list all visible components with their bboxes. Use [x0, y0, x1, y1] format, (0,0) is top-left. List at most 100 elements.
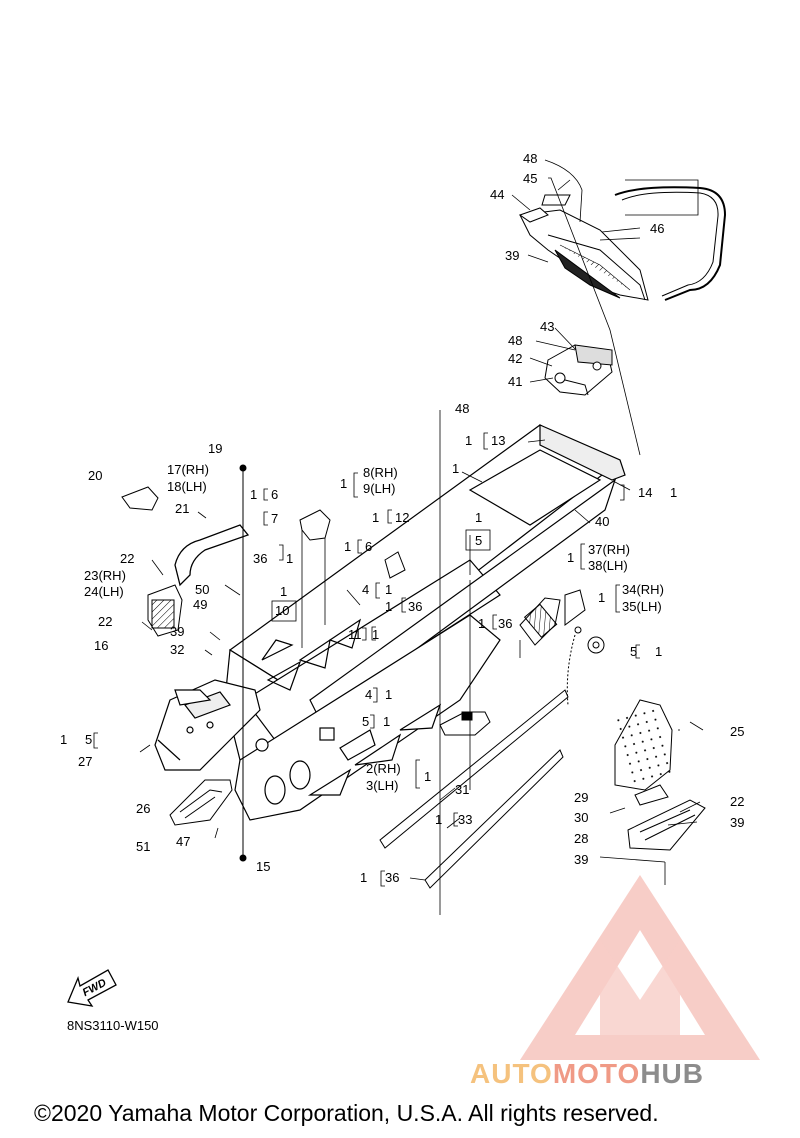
callout-40: 40 — [595, 514, 610, 529]
callout-1: 1 — [360, 870, 368, 885]
callout-43: 43 — [540, 319, 555, 334]
callout-31: 31 — [455, 782, 470, 797]
steering-support — [174, 524, 250, 587]
callout-47: 47 — [176, 834, 191, 849]
running-board — [611, 699, 706, 851]
callout-27: 27 — [78, 754, 93, 769]
callout-39: 39 — [170, 624, 185, 639]
callout-39: 39 — [574, 852, 589, 867]
callout-10: 10 — [275, 603, 290, 618]
callout-34-rh: 34(RH) — [622, 582, 664, 597]
snow-flap-assembly — [518, 179, 727, 301]
callout-39: 39 — [730, 815, 745, 830]
watermark-part-2: MOTO — [552, 1058, 641, 1089]
callout-5: 5 — [85, 732, 93, 747]
callout-1: 1 — [385, 599, 393, 614]
callout-28: 28 — [574, 831, 589, 846]
callout-6: 6 — [365, 539, 373, 554]
callout-45: 45 — [523, 171, 538, 186]
callout-1: 1 — [344, 539, 352, 554]
callout-1: 1 — [340, 476, 348, 491]
callout-17-rh: 17(RH) — [167, 462, 209, 477]
callout-1: 1 — [567, 550, 575, 565]
bracket-ticks — [93, 432, 640, 887]
vertical-rod — [239, 464, 247, 862]
callout-48: 48 — [508, 333, 523, 348]
callout-48: 48 — [523, 151, 538, 166]
watermark-part-3: HUB — [640, 1058, 704, 1089]
callout-1: 1 — [385, 687, 393, 702]
callout-1: 1 — [598, 590, 606, 605]
callout-4: 4 — [362, 582, 370, 597]
callout-1: 1 — [424, 769, 432, 784]
rails — [379, 689, 569, 889]
callout-15: 15 — [256, 859, 271, 874]
fwd-arrow-icon — [67, 969, 117, 1007]
callout-48: 48 — [455, 401, 470, 416]
callout-1: 1 — [286, 551, 294, 566]
callout-49: 49 — [193, 597, 208, 612]
callout-1: 1 — [250, 487, 258, 502]
watermark-part-1: AUTO — [470, 1058, 553, 1089]
callout-46: 46 — [650, 221, 665, 236]
callout-1: 1 — [385, 582, 393, 597]
callout-22: 22 — [98, 614, 113, 629]
callout-1: 1 — [475, 510, 483, 525]
callout-1: 1 — [60, 732, 68, 747]
callout-5: 5 — [362, 714, 370, 729]
callout-7: 7 — [271, 511, 279, 526]
callout-1: 1 — [372, 627, 380, 642]
callout-36: 36 — [253, 551, 268, 566]
callout-32: 32 — [170, 642, 185, 657]
callout-1: 1 — [655, 644, 663, 659]
callout-2-rh: 2(RH) — [366, 761, 401, 776]
callout-29: 29 — [574, 790, 589, 805]
callout-1: 1 — [280, 584, 288, 599]
callout-8-rh: 8(RH) — [363, 465, 398, 480]
callout-1: 1 — [670, 485, 678, 500]
link-chain — [566, 634, 605, 706]
front-bulkhead — [154, 679, 261, 771]
callout-16: 16 — [94, 638, 109, 653]
watermark-text: AUTOMOTOHUB — [470, 1058, 704, 1090]
callout-1: 1 — [383, 714, 391, 729]
callout-39: 39 — [505, 248, 520, 263]
callout-36: 36 — [385, 870, 400, 885]
callout-1: 1 — [452, 461, 460, 476]
bracket-2-3 — [439, 711, 491, 736]
callout-35-lh: 35(LH) — [622, 599, 662, 614]
callout-9-lh: 9(LH) — [363, 481, 396, 496]
callout-37-rh: 37(RH) — [588, 542, 630, 557]
callout-19: 19 — [208, 441, 223, 456]
rear-bracket — [544, 344, 613, 396]
callout-23-rh: 23(RH) — [84, 568, 126, 583]
watermark-logo — [520, 875, 760, 1060]
leader-lines — [139, 159, 704, 915]
callout-25: 25 — [730, 724, 745, 739]
copyright-notice: ©2020 Yamaha Motor Corporation, U.S.A. A… — [34, 1100, 659, 1126]
side-panel — [234, 614, 501, 821]
callout-4: 4 — [365, 687, 373, 702]
callout-24-lh: 24(LH) — [84, 584, 124, 599]
callout-12: 12 — [395, 510, 410, 525]
tunnel-frame — [224, 424, 626, 761]
callout-5: 5 — [630, 644, 638, 659]
callout-20: 20 — [88, 468, 103, 483]
callout-5: 5 — [475, 533, 483, 548]
bracket-23-24 — [147, 584, 183, 637]
drawing-code: 8NS3110-W150 — [67, 1018, 159, 1033]
callout-33: 33 — [458, 812, 473, 827]
callout-42: 42 — [508, 351, 523, 366]
callout-3-lh: 3(LH) — [366, 778, 399, 793]
callout-22: 22 — [730, 794, 745, 809]
callout-36: 36 — [408, 599, 423, 614]
bracket-37-38 — [519, 589, 586, 646]
callout-18-lh: 18(LH) — [167, 479, 207, 494]
callout-13: 13 — [491, 433, 506, 448]
callout-26: 26 — [136, 801, 151, 816]
footrest-26 — [169, 779, 233, 826]
callout-38-lh: 38(LH) — [588, 558, 628, 573]
callout-1: 1 — [465, 433, 473, 448]
callout-1: 1 — [372, 510, 380, 525]
